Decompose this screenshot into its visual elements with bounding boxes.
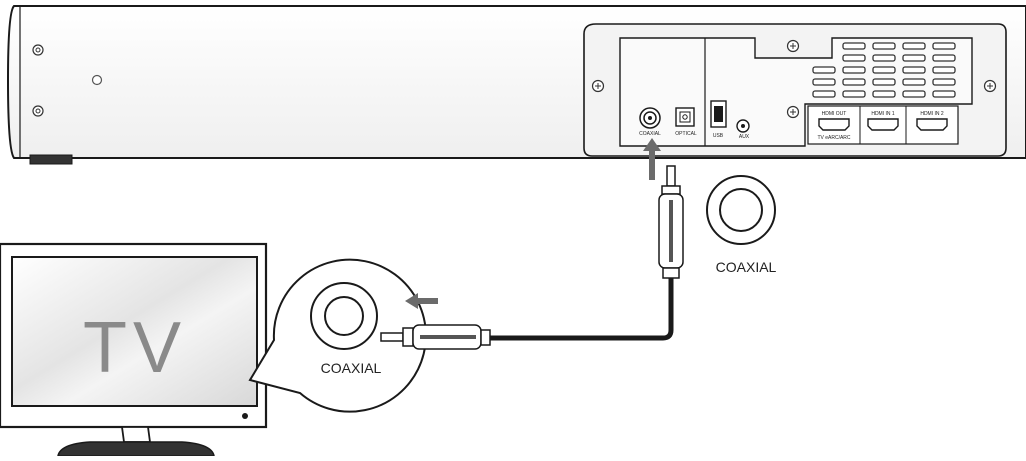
coaxial-port-label: COAXIAL xyxy=(639,131,661,137)
optical-port xyxy=(675,107,695,127)
left-arrow-icon xyxy=(405,293,438,309)
tv: TV xyxy=(0,242,268,457)
coaxial-label-right: COAXIAL xyxy=(716,259,777,275)
hdmi-in-2-label: HDMI IN 2 xyxy=(920,111,944,117)
soundbar: COAXIAL OPTICAL USB AUX HDMI OUT TV eARC… xyxy=(6,5,1026,165)
mount-hole-icon xyxy=(91,74,103,86)
tv-screen xyxy=(11,256,258,407)
tv-label: TV xyxy=(83,308,187,388)
rca-plug-vertical xyxy=(658,165,684,279)
screw-icon xyxy=(983,79,997,93)
coaxial-label-left: COAXIAL xyxy=(321,360,382,376)
aux-port xyxy=(736,119,750,133)
tv-power-led-icon xyxy=(242,413,248,419)
screw-icon xyxy=(786,39,800,53)
vent-grille xyxy=(812,42,956,98)
aux-port-label: AUX xyxy=(739,134,750,140)
coaxial-cable xyxy=(488,278,674,341)
hdmi-out-port xyxy=(818,118,850,131)
soundbar-foot xyxy=(29,154,73,165)
screw-icon xyxy=(32,44,44,56)
coaxial-jack-icon xyxy=(706,175,776,245)
hdmi-in-1-label: HDMI IN 1 xyxy=(871,111,895,117)
hdmi-out-sublabel: TV eARC/ARC xyxy=(817,135,850,141)
hdmi-out-label: HDMI OUT xyxy=(822,111,847,117)
usb-port xyxy=(710,100,727,128)
screw-icon xyxy=(591,79,605,93)
up-arrow-icon xyxy=(643,138,661,180)
optical-port-label: OPTICAL xyxy=(675,131,697,137)
screw-icon xyxy=(786,105,800,119)
panel-inset xyxy=(619,37,973,147)
coaxial-port xyxy=(639,107,661,129)
screw-icon xyxy=(32,105,44,117)
coaxial-jack-icon xyxy=(310,282,378,350)
hdmi-in-2-port xyxy=(916,118,948,131)
usb-port-label: USB xyxy=(713,133,724,139)
rca-plug-horizontal xyxy=(380,324,491,350)
tv-stand-base xyxy=(57,441,215,457)
hdmi-in-1-port xyxy=(867,118,899,131)
tv-stand xyxy=(120,426,152,443)
